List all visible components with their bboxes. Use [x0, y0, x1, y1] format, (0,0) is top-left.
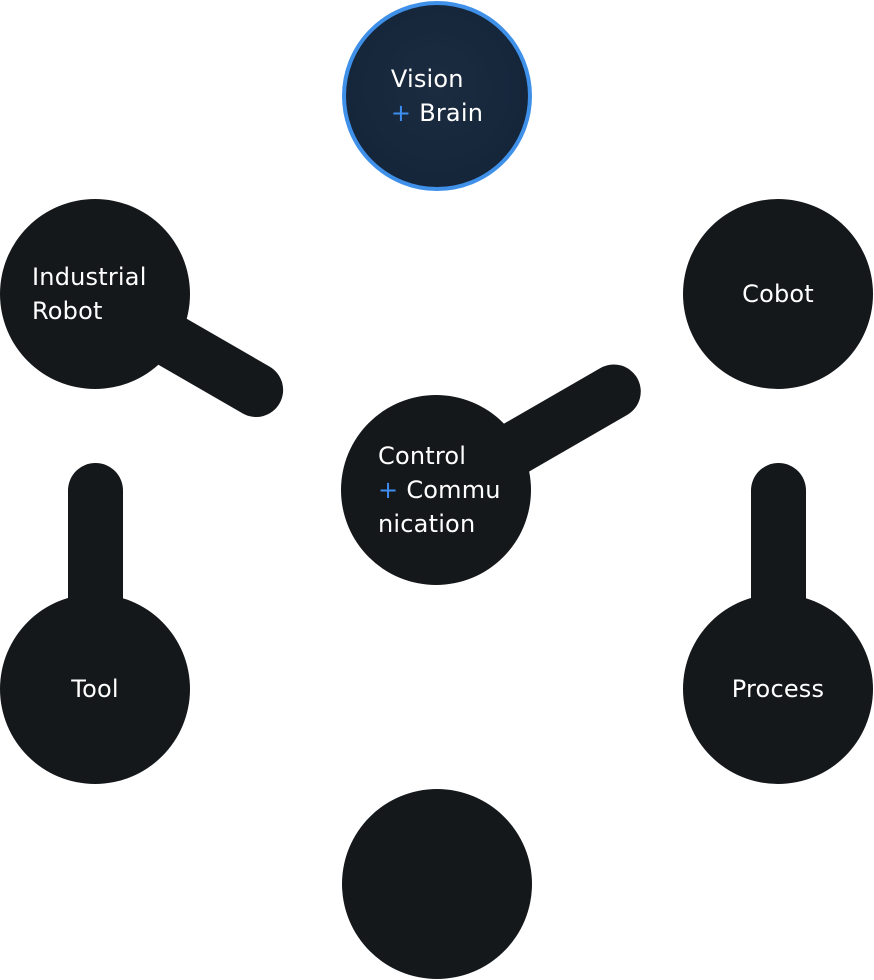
tool-node[interactable]: Tool: [0, 594, 190, 784]
bottom-node[interactable]: [342, 789, 532, 979]
cobot-node[interactable]: Cobot: [683, 199, 873, 389]
brain-line: +Brain: [390, 99, 484, 127]
nication-line: nication: [378, 510, 476, 538]
control-communication-node[interactable]: Control +Commu nication: [341, 395, 531, 585]
vision-line: Vision: [390, 65, 464, 93]
plus-icon: +: [390, 99, 412, 127]
industrial-line: Industrial: [32, 263, 147, 291]
vision-brain-node[interactable]: Vision +Brain: [342, 1, 532, 191]
industrial-robot-node[interactable]: Industrial Robot: [0, 199, 190, 389]
process-label: Process: [731, 675, 825, 703]
vision-brain-label: Vision +Brain: [391, 62, 483, 130]
cobot-label: Cobot: [742, 280, 814, 308]
robot-line: Robot: [32, 297, 103, 325]
control-line: Control: [378, 442, 467, 470]
process-node[interactable]: Process: [683, 594, 873, 784]
plus-icon: +: [378, 476, 399, 504]
communication-line: +Commu: [378, 476, 501, 504]
tool-label: Tool: [71, 675, 119, 703]
